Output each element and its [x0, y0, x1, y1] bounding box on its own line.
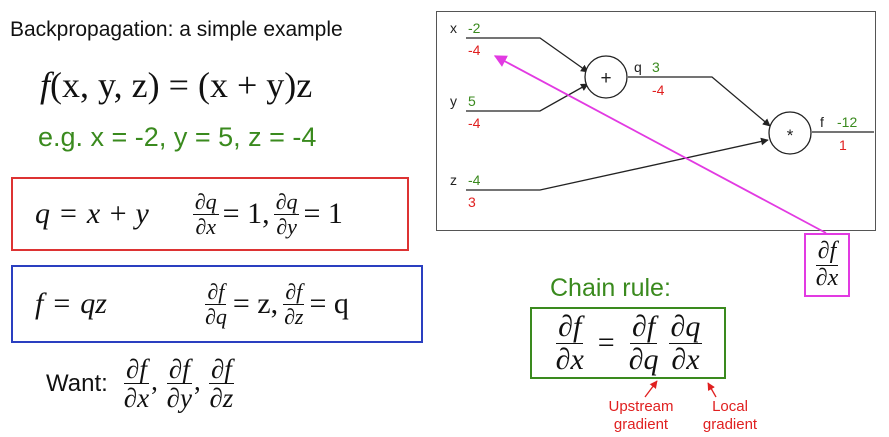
f-gradient: 1 — [839, 137, 847, 153]
function-body: (x + y)z — [197, 65, 313, 105]
chain-upstream-fraction: ∂f ∂q — [627, 311, 661, 375]
want-derivatives: ∂f ∂x , ∂f ∂y , ∂f ∂z — [122, 355, 236, 413]
want-df-dz: ∂f ∂z — [207, 355, 235, 413]
chain-upstream-den: ∂q — [628, 342, 659, 376]
want-df-dx: ∂f ∂x — [122, 355, 151, 413]
q-name: q — [634, 59, 642, 75]
chain-local-den: ∂x — [671, 342, 700, 376]
want-comma-2: , — [193, 366, 201, 397]
f-derivatives-box: f = qz ∂f ∂q = z, ∂f ∂z = q — [11, 265, 423, 343]
dq-dx-value: = 1, — [222, 197, 270, 230]
df-dq-fraction: ∂f ∂q — [203, 280, 229, 327]
y-name: y — [450, 93, 457, 109]
function-args: (x, y, z) — [50, 65, 160, 105]
y-gradient: -4 — [468, 115, 481, 131]
f-value: -12 — [837, 114, 857, 130]
q-rhs: x + y — [86, 197, 149, 230]
q-derivatives-box: q = x + y ∂q ∂x = 1, ∂q ∂y = 1 — [11, 177, 409, 251]
function-name: f — [40, 65, 51, 105]
want-df-dy-den: ∂y — [166, 383, 192, 414]
want-df-dy-num: ∂f — [166, 354, 192, 385]
chain-rule-box: ∂f ∂x = ∂f ∂q ∂q ∂x — [530, 307, 726, 379]
edge-plus-to-mul — [628, 76, 771, 127]
dfdx-callout: ∂f ∂x — [804, 233, 850, 297]
dfdx-callout-fraction: ∂f ∂x — [814, 239, 841, 290]
z-gradient: 3 — [468, 194, 476, 210]
dfdx-pointer-arrow — [493, 55, 827, 234]
want-df-dz-num: ∂f — [208, 354, 234, 385]
x-name: x — [450, 20, 457, 36]
multiply-operator: * — [787, 126, 794, 145]
computational-graph-frame — [436, 11, 876, 231]
dfdx-callout-num: ∂f — [815, 238, 839, 266]
f-rhs: qz — [80, 287, 107, 320]
dfdx-callout-den: ∂x — [815, 264, 839, 291]
dq-dy-fraction: ∂q ∂y — [273, 189, 300, 239]
local-gradient-label: Local gradient — [702, 398, 758, 433]
function-equals: = — [168, 65, 189, 105]
dq-dx-fraction: ∂q ∂x — [192, 189, 219, 239]
chain-local-num: ∂q — [668, 310, 703, 344]
want-df-dx-num: ∂f — [124, 354, 149, 385]
z-name: z — [450, 172, 457, 188]
want-row: Want: ∂f ∂x , ∂f ∂y , ∂f ∂z — [46, 355, 235, 413]
dq-dy-value: = 1 — [303, 197, 343, 230]
q-derivatives-row: q = x + y ∂q ∂x = 1, ∂q ∂y = 1 — [13, 179, 407, 249]
q-lhs: q — [35, 197, 50, 230]
chain-upstream-num: ∂f — [630, 310, 658, 344]
df-dq-den: ∂q — [204, 303, 227, 329]
x-value: -2 — [468, 20, 481, 36]
slide-title: Backpropagation: a simple example — [10, 18, 343, 41]
df-dz-den: ∂z — [284, 303, 304, 329]
q-equals: = — [60, 197, 77, 230]
upstream-arrow — [644, 380, 658, 398]
want-df-dx-den: ∂x — [123, 383, 150, 414]
chain-equals: = — [597, 326, 615, 359]
q-value: 3 — [652, 59, 660, 75]
edge-y-to-plus — [466, 83, 589, 112]
chain-lhs-num: ∂f — [556, 310, 584, 344]
multiply-node — [768, 111, 812, 155]
edge-z-to-mul — [466, 137, 769, 191]
want-df-dy: ∂f ∂y — [165, 355, 194, 413]
df-dq-value: = z, — [232, 287, 279, 320]
chain-local-fraction: ∂q ∂x — [668, 310, 703, 376]
function-definition: f(x, y, z) = (x + y)z — [40, 64, 312, 106]
local-arrow — [707, 382, 717, 398]
plus-operator: + — [600, 68, 611, 89]
q-gradient: -4 — [652, 82, 665, 98]
chain-lhs-den: ∂x — [555, 342, 584, 376]
chain-rule-title: Chain rule: — [550, 274, 671, 302]
want-label: Want: — [46, 369, 108, 397]
df-dq-num: ∂f — [205, 279, 227, 305]
dq-dx-num: ∂q — [192, 189, 219, 215]
want-comma-1: , — [151, 366, 158, 397]
df-dz-num: ∂f — [283, 279, 305, 305]
dq-dx-den: ∂x — [195, 213, 217, 239]
y-value: 5 — [468, 93, 476, 109]
example-values: e.g. x = -2, y = 5, z = -4 — [38, 122, 317, 152]
f-derivatives-row: f = qz ∂f ∂q = z, ∂f ∂z = q — [13, 267, 421, 341]
z-value: -4 — [468, 172, 481, 188]
f-equals: = — [53, 287, 71, 320]
want-df-dz-den: ∂z — [209, 383, 234, 414]
dq-dy-den: ∂y — [276, 213, 297, 239]
x-gradient: -4 — [468, 42, 481, 58]
f-lhs: f — [35, 287, 44, 320]
upstream-gradient-label: Upstream gradient — [608, 398, 674, 433]
plus-node — [584, 55, 628, 99]
f-name: f — [820, 114, 824, 130]
df-dz-fraction: ∂f ∂z — [282, 279, 305, 329]
edge-x-to-plus — [466, 37, 589, 73]
df-dz-value: = q — [309, 287, 349, 320]
dq-dy-num: ∂q — [273, 189, 300, 215]
chain-lhs-fraction: ∂f ∂x — [554, 311, 586, 375]
